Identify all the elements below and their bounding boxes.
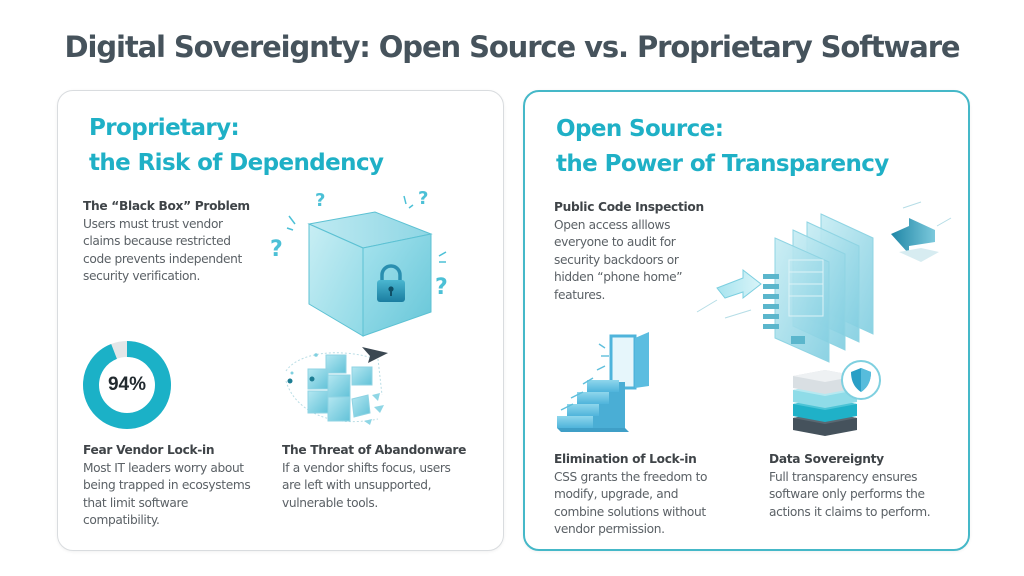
lock-in-elimination-block: Elimination of Lock-in CSS grants the fr… — [554, 451, 754, 539]
data-sovereignty-line: software only performs the — [769, 487, 925, 501]
abandonware-line: are left with unsupported, — [282, 478, 432, 492]
lock-in-line: compatibility. — [83, 513, 160, 527]
svg-text:?: ? — [270, 237, 283, 262]
black-box-line: code prevents independent — [83, 251, 242, 266]
layered-documents-icon — [695, 200, 955, 370]
abandonware-line: If a vendor shifts focus, users — [282, 460, 451, 475]
lock-in-stat: 94% — [107, 374, 147, 395]
proprietary-heading: Proprietary: the Risk of Dependency — [89, 111, 384, 181]
svg-text:?: ? — [315, 190, 325, 211]
black-box-block: The “Black Box” Problem Users must trust… — [83, 198, 273, 286]
lock-in-block: Fear Vendor Lock-in Most IT leaders worr… — [83, 442, 283, 530]
svg-text:?: ? — [418, 188, 428, 209]
inspection-line: Open access alllows — [554, 217, 671, 232]
data-sovereignty-title: Data Sovereignty — [769, 452, 884, 466]
proprietary-heading-line2: the Risk of Dependency — [89, 150, 384, 176]
inspection-title: Public Code Inspection — [554, 200, 704, 214]
crumbling-blocks-icon — [278, 339, 398, 439]
abandonware-block: The Threat of Abandonware If a vendor sh… — [282, 442, 492, 512]
lock-in-elimination-title: Elimination of Lock-in — [554, 452, 697, 466]
inspection-line: everyone to audit for — [554, 235, 676, 249]
proprietary-panel: Proprietary: the Risk of Dependency The … — [57, 90, 504, 551]
open-source-heading-line1: Open Source: — [556, 116, 724, 142]
lock-in-elimination-line: CSS grants the freedom to — [554, 469, 708, 484]
black-box-line: claims because restricted — [83, 234, 231, 248]
abandonware-line: vulnerable tools. — [282, 495, 378, 510]
lock-in-elimination-line: modify, upgrade, and — [554, 487, 679, 501]
inspection-block: Public Code Inspection Open access alllo… — [554, 199, 734, 304]
proprietary-heading-line1: Proprietary: — [89, 115, 240, 141]
data-sovereignty-line: actions it claims to perform. — [769, 504, 931, 519]
black-box-line: security verification. — [83, 269, 201, 283]
donut-chart-icon: 94% — [83, 341, 171, 429]
lock-in-line: being trapped in ecosystems — [83, 478, 251, 492]
lock-in-title: Fear Vendor Lock-in — [83, 443, 215, 457]
open-source-heading-line2: the Power of Transparency — [556, 151, 889, 177]
inspection-line: security backdoors or — [554, 252, 679, 267]
svg-text:?: ? — [435, 275, 448, 300]
open-source-heading: Open Source: the Power of Transparency — [556, 112, 889, 182]
server-stack-shield-icon — [787, 360, 887, 440]
locked-cube-icon: ? ? ? ? — [263, 186, 483, 346]
abandonware-title: The Threat of Abandonware — [282, 443, 467, 457]
inspection-line: features. — [554, 287, 606, 302]
lock-in-line: Most IT leaders worry about — [83, 460, 244, 475]
data-sovereignty-block: Data Sovereignty Full transparency ensur… — [769, 451, 969, 521]
open-source-panel: Open Source: the Power of Transparency P… — [523, 90, 970, 551]
lock-in-elimination-line: combine solutions without — [554, 504, 706, 519]
lock-in-line: that limit software — [83, 495, 188, 510]
data-sovereignty-line: Full transparency ensures — [769, 469, 918, 484]
black-box-line: Users must trust vendor — [83, 216, 223, 231]
lock-in-elimination-line: vendor permission. — [554, 522, 665, 536]
black-box-title: The “Black Box” Problem — [83, 199, 250, 213]
stairs-open-door-icon — [553, 332, 663, 437]
page-title: Digital Sovereignty: Open Source vs. Pro… — [64, 30, 961, 64]
inspection-line: hidden “phone home” — [554, 270, 683, 284]
